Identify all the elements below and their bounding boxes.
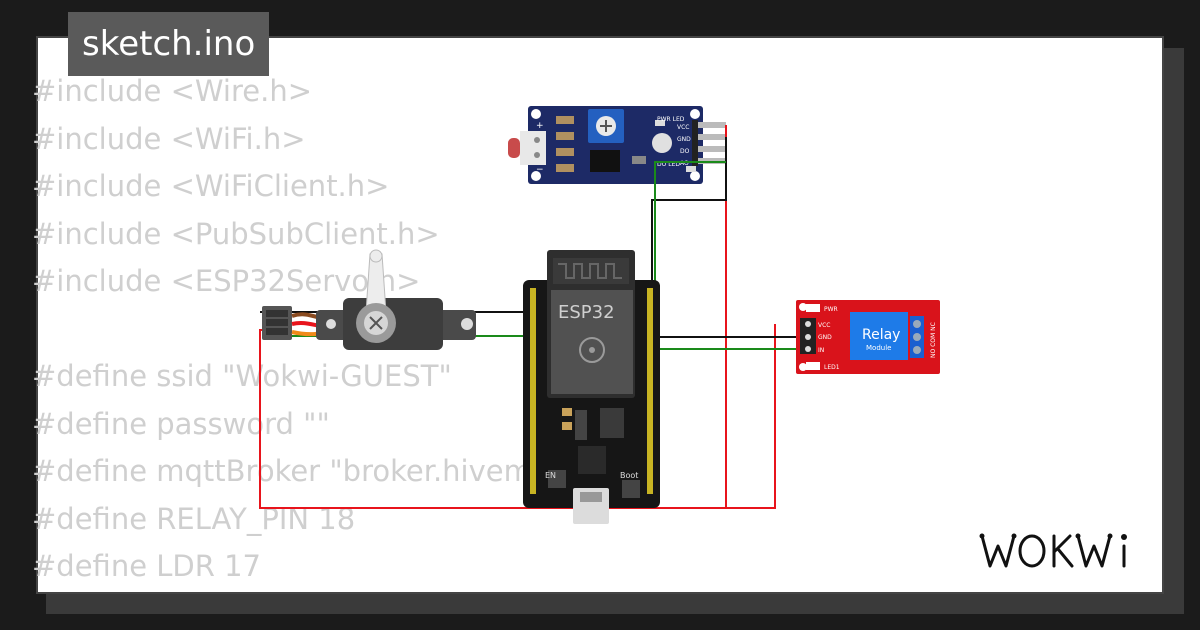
ldr-minus-label: − bbox=[536, 165, 544, 175]
ldr-signal-wire[interactable] bbox=[654, 161, 726, 320]
esp32-pins bbox=[530, 288, 653, 494]
code-line: #define ssid "Wokwi-GUEST" bbox=[32, 359, 452, 393]
relay-led-label: LED1 bbox=[824, 364, 840, 371]
ldr-plus-label: + bbox=[536, 121, 544, 131]
relay-module[interactable]: PWR LED1 VCC GND IN Relay Module NO COM … bbox=[796, 300, 940, 374]
ldr-sensor-module[interactable]: + − PWR LED DO LED VCC GND DO AO bbox=[508, 106, 726, 184]
code-line: #include <PubSubClient.h> bbox=[32, 216, 440, 251]
relay-pwr-label: PWR bbox=[824, 306, 838, 313]
code-preview: #include <Wire.h> #include <WiFi.h> #inclu… bbox=[32, 68, 635, 591]
code-line: #include <Wire.h> bbox=[32, 74, 313, 108]
ldr-vcc-label: VCC bbox=[677, 124, 689, 131]
servo-motor[interactable] bbox=[262, 249, 476, 350]
relay-gnd-label: GND bbox=[818, 334, 832, 341]
relay-terminal-labels: NO COM NC bbox=[930, 322, 937, 358]
code-line: #define LDR 17 bbox=[32, 549, 262, 583]
ldr-do-led-label: DO LED bbox=[657, 161, 680, 168]
boot-button[interactable] bbox=[622, 480, 640, 498]
boot-label: Boot bbox=[620, 471, 638, 480]
relay-subtitle: Module bbox=[866, 344, 891, 352]
file-tab[interactable]: sketch.ino bbox=[68, 12, 270, 76]
esp32-board[interactable]: ESP32 EN Boot bbox=[523, 250, 660, 524]
relay-vcc-label: VCC bbox=[818, 322, 830, 329]
code-line: #define password "" bbox=[32, 406, 330, 441]
ldr-ao-label: AO bbox=[680, 160, 689, 167]
photoresistor-icon bbox=[508, 138, 520, 158]
ldr-pwr-led-label: PWR LED bbox=[657, 116, 685, 123]
wokwi-logo bbox=[979, 533, 1127, 568]
ground-wire[interactable] bbox=[260, 137, 727, 313]
relay-power-wire[interactable] bbox=[726, 324, 776, 509]
esp32-chip-label: ESP32 bbox=[558, 302, 615, 323]
en-label: EN bbox=[545, 471, 556, 480]
ldr-do-label: DO bbox=[680, 148, 690, 155]
code-line: #include <WiFiClient.h> bbox=[32, 169, 390, 203]
ldr-gnd-label: GND bbox=[677, 136, 691, 143]
relay-in-label: IN bbox=[818, 347, 824, 354]
en-button[interactable] bbox=[548, 470, 566, 488]
code-line: #include <WiFi.h> bbox=[32, 121, 306, 156]
relay-title: Relay bbox=[862, 327, 900, 343]
